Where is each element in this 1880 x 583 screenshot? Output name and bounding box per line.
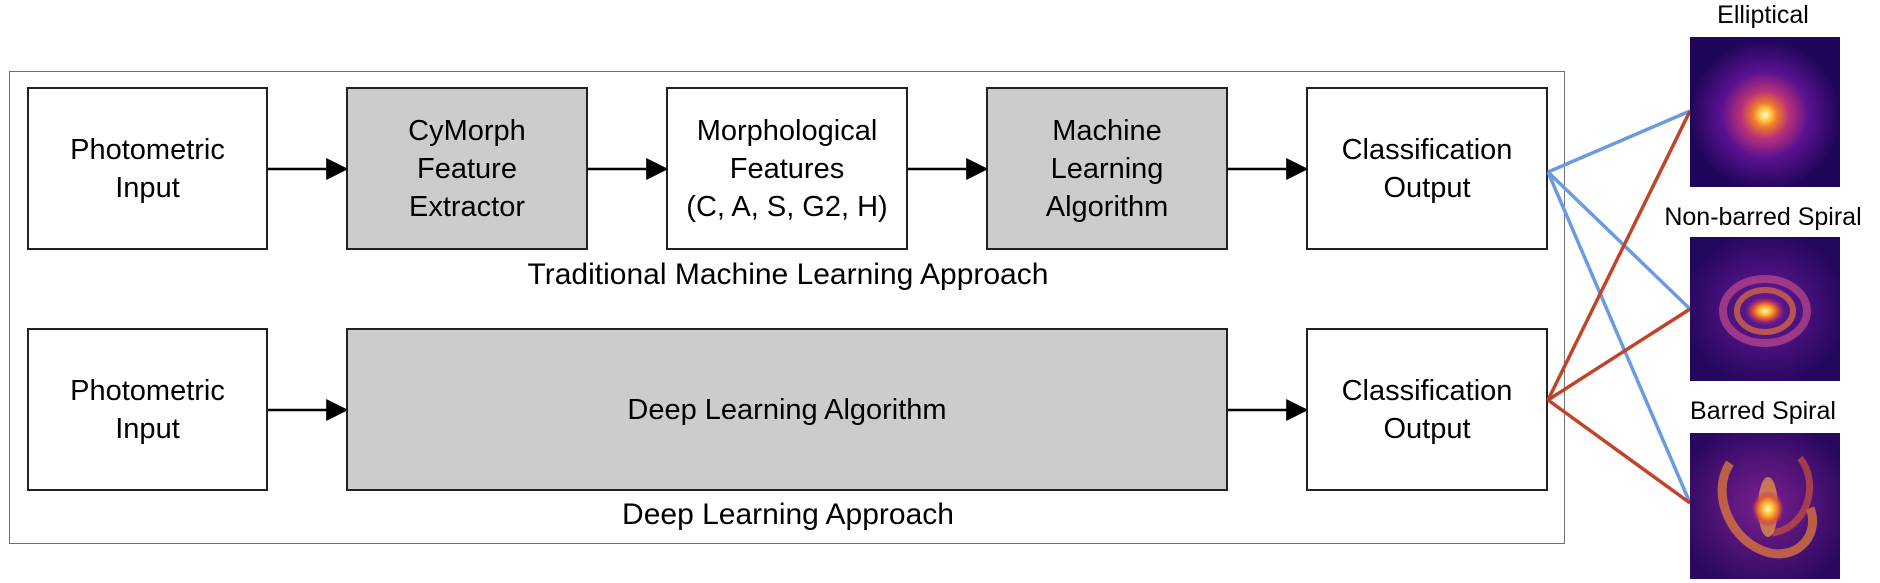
barred-spiral-label: Barred Spiral: [1690, 397, 1836, 425]
trad-classification-output-box: Classification Output: [1306, 87, 1548, 250]
box-text-line: Input: [115, 171, 180, 204]
elliptical-galaxy-image: [1690, 37, 1840, 187]
traditional-output-links: [1546, 109, 1692, 504]
link-deep-to-nonbarred: [1547, 307, 1691, 402]
box-text-line: Extractor: [408, 190, 526, 223]
box-text-line: CyMorph: [408, 114, 526, 147]
trad-photometric-input-box: Photometric Input: [27, 87, 268, 250]
box-text-line: Learning: [1050, 152, 1164, 185]
non-barred-spiral-label: Non-barred Spiral: [1664, 203, 1862, 231]
link-deep-to-barred: [1546, 398, 1692, 505]
machine-learning-algorithm-box: Machine Learning Algorithm: [986, 87, 1228, 250]
box-text-line: Machine: [1052, 114, 1162, 147]
traditional-approach-caption: Traditional Machine Learning Approach: [527, 258, 1049, 291]
box-text-line: Output: [1383, 412, 1471, 445]
deep-learning-algorithm-box: Deep Learning Algorithm: [346, 328, 1228, 491]
deep-output-links: [1546, 110, 1692, 505]
non-barred-spiral-galaxy-image: [1690, 237, 1840, 381]
box-text-line: Input: [115, 412, 180, 445]
box-text-line: Classification: [1341, 374, 1513, 407]
diagram-frame: [9, 71, 1565, 544]
deep-approach-caption: Deep Learning Approach: [622, 498, 954, 531]
link-trad-to-barred: [1546, 171, 1692, 504]
box-text-line: Photometric: [70, 133, 225, 166]
link-trad-to-nonbarred: [1546, 170, 1692, 311]
box-text-line: Classification: [1341, 133, 1513, 166]
link-trad-to-elliptical: [1547, 109, 1691, 174]
link-deep-to-elliptical: [1546, 110, 1692, 401]
box-text-line: Deep Learning Algorithm: [627, 393, 947, 426]
box-text-line: Output: [1383, 171, 1471, 204]
elliptical-label: Elliptical: [1717, 1, 1809, 29]
morphological-features-box: Morphological Features (C, A, S, G2, H): [666, 87, 908, 250]
barred-spiral-galaxy-image: [1690, 433, 1840, 579]
cymorph-feature-extractor-box: CyMorph Feature Extractor: [346, 87, 588, 250]
box-text-line: Morphological: [696, 114, 878, 147]
box-text-line: Algorithm: [1045, 190, 1169, 223]
box-text-line: Photometric: [70, 374, 225, 407]
deep-photometric-input-box: Photometric Input: [27, 328, 268, 491]
deep-classification-output-box: Classification Output: [1306, 328, 1548, 491]
box-text-line: Features: [729, 152, 845, 185]
box-text-line: Feature: [417, 152, 517, 185]
box-text-line: (C, A, S, G2, H): [686, 190, 888, 223]
